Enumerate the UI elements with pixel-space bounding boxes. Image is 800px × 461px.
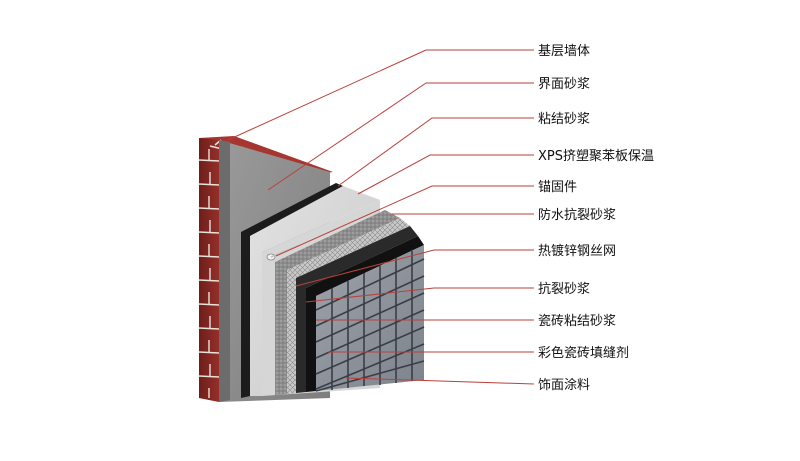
leader-line-4 [358, 155, 534, 194]
label-tile-grout: 彩色瓷砖填缝剂 [538, 345, 629, 361]
label-finish-coating: 饰面涂料 [538, 377, 590, 393]
layer-labels: 基层墙体 界面砂浆 粘结砂浆 XPS挤塑聚苯板保温 锚固件 防水抗裂砂浆 热镀锌… [538, 44, 654, 393]
label-base-wall: 基层墙体 [538, 44, 590, 59]
label-steel-mesh: 热镀锌钢丝网 [538, 243, 616, 259]
label-tile-bonding: 瓷砖粘结砂浆 [538, 314, 616, 329]
leader-line-1 [228, 50, 426, 140]
label-xps-board: XPS挤塑聚苯板保温 [538, 149, 654, 164]
leader-line-3 [338, 118, 534, 186]
brick-side-face [199, 138, 219, 402]
interface-mortar-side [219, 140, 230, 402]
label-anchor: 锚固件 [538, 180, 577, 195]
label-anticrack-mortar: 抗裂砂浆 [538, 282, 590, 297]
label-interface-mortar: 界面砂浆 [538, 77, 590, 92]
label-waterproof-mortar: 防水抗裂砂浆 [538, 207, 616, 223]
label-bonding-mortar: 粘结砂浆 [538, 112, 590, 127]
